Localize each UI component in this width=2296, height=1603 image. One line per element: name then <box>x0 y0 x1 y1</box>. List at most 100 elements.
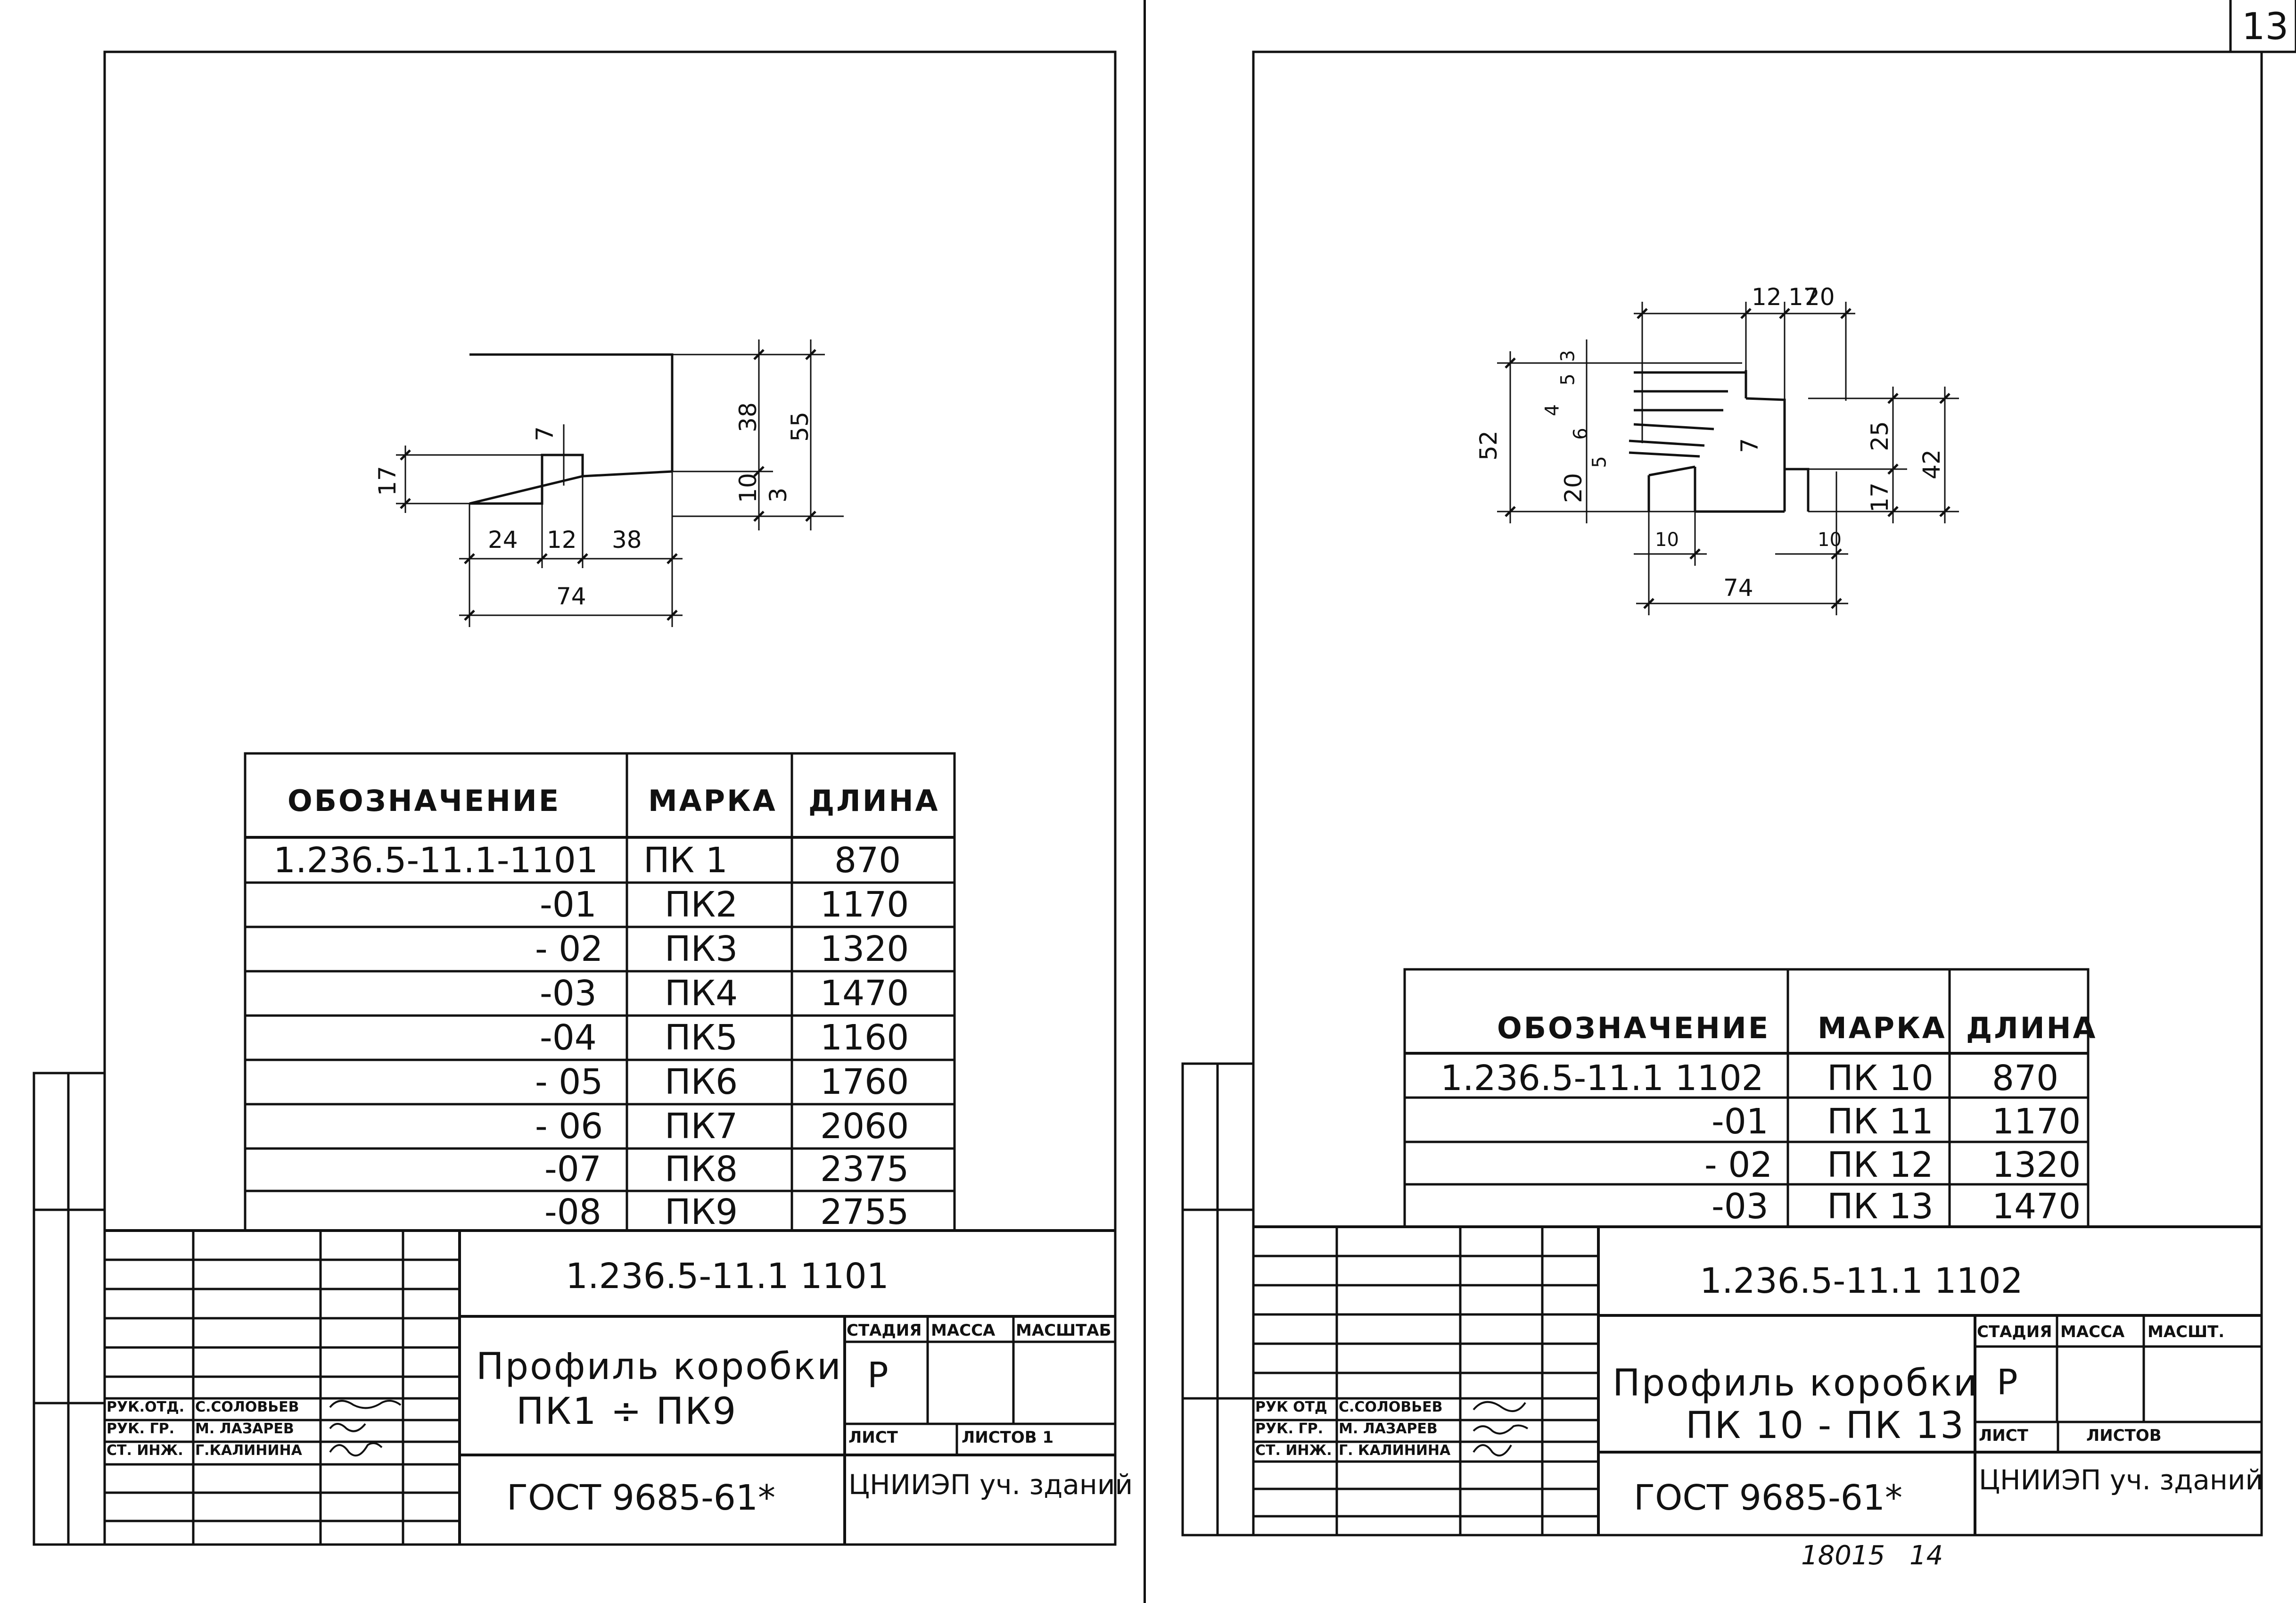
spec-cell: -04 <box>540 1017 597 1058</box>
title-line1: Профиль коробки <box>476 1346 842 1388</box>
dim-3: 3 <box>764 488 792 503</box>
stage-value: Р <box>867 1355 889 1396</box>
spec-cell: 1760 <box>820 1062 909 1102</box>
sign-role: РУК.ОТД. <box>107 1399 185 1415</box>
spec-cell: ПК6 <box>665 1062 738 1102</box>
dim-12: 12 <box>547 526 577 554</box>
spec-cell: 1.236.5-11.1-1101 <box>273 840 598 881</box>
spec-cell: - 06 <box>535 1106 603 1147</box>
spec-cell: 2755 <box>820 1192 909 1232</box>
sheet-left: 74 24 12 38 17 7 38 55 10 3 ОБОЗНАЧЕНИЕ … <box>33 50 1133 1546</box>
spec-cell: 1170 <box>1992 1101 2081 1142</box>
spec-cell: 1.236.5-11.1 1102 <box>1440 1058 1764 1099</box>
scale-label: МАСШТАБ <box>1016 1321 1111 1340</box>
dim-10-right: 10 <box>1818 529 1842 551</box>
spec-header-mark: МАРКА <box>1818 1011 1947 1045</box>
spec-cell: 1320 <box>820 929 909 969</box>
dim-12: 12 <box>1752 283 1782 311</box>
title-line2: ПК 10 - ПК 13 <box>1686 1405 1965 1447</box>
spec-cell: ПК 13 <box>1827 1186 1934 1227</box>
org-name: ЦНИИЭП уч. зданий <box>848 1469 1133 1501</box>
sign-name: С.СОЛОВЬЕВ <box>195 1399 299 1415</box>
spec-header-designation: ОБОЗНАЧЕНИЕ <box>1497 1011 1770 1045</box>
sign-name: М. ЛАЗАРЕВ <box>195 1421 294 1437</box>
spec-cell: -08 <box>544 1192 601 1232</box>
sheet-label: ЛИСТ <box>1979 1426 2028 1445</box>
sign-role: РУК. ГР. <box>1255 1421 1323 1437</box>
dim-38-right: 38 <box>734 402 762 432</box>
spec-cell: ПК 1 <box>643 840 728 881</box>
spec-header-mark: МАРКА <box>648 784 777 818</box>
spec-cell: 870 <box>1992 1058 2059 1099</box>
sheet-frame <box>1181 50 2263 1537</box>
sheet-right: 13 12 17 20 3 5 4 6 5 52 20 7 25 42 17 1… <box>1148 0 2296 1603</box>
org-name: ЦНИИЭП уч. зданий <box>1979 1464 2263 1496</box>
sign-name: Г.КАЛИНИНА <box>195 1442 302 1459</box>
sheet-right-lines <box>1181 0 2296 1537</box>
bottom-note-num: 14 <box>1909 1540 1943 1571</box>
title-line2: ПК1 ÷ ПК9 <box>516 1390 738 1433</box>
doc-code: 1.236.5-11.1 1102 <box>1700 1261 2023 1301</box>
dim-17: 17 <box>1788 283 1819 311</box>
dim-7: 7 <box>531 426 559 441</box>
spec-header-length: ДЛИНА <box>1966 1011 2098 1045</box>
title-line1: Профиль коробки <box>1613 1362 1979 1405</box>
dim-17: 17 <box>373 466 401 496</box>
profile-drawing-left <box>469 353 674 505</box>
dim-74: 74 <box>556 583 586 610</box>
page-number: 13 <box>2242 6 2289 48</box>
stage-label: СТАДИЯ <box>1977 1322 2052 1341</box>
dim-38-bottom: 38 <box>612 526 642 554</box>
sheet-label: ЛИСТ <box>848 1428 898 1447</box>
spec-cell: -01 <box>1712 1101 1769 1142</box>
sign-role: РУК. ГР. <box>107 1421 174 1437</box>
sheet-divider <box>1144 0 1146 1603</box>
spec-cell: ПК2 <box>665 884 738 925</box>
dim-6: 6 <box>1570 428 1592 440</box>
spec-cell: 1470 <box>1992 1186 2081 1227</box>
dim-10-left: 10 <box>1655 529 1679 551</box>
dim-3: 3 <box>1557 350 1579 362</box>
spec-cell: ПК 12 <box>1827 1145 1934 1185</box>
spec-header-designation: ОБОЗНАЧЕНИЕ <box>288 784 561 818</box>
dim-7: 7 <box>1736 438 1763 453</box>
dim-20-vertical: 20 <box>1559 473 1587 503</box>
spec-cell: -03 <box>540 973 597 1014</box>
dim-5: 5 <box>1557 373 1579 386</box>
bottom-note-code: 18015 <box>1801 1540 1885 1571</box>
spec-cell: ПК 10 <box>1827 1058 1934 1099</box>
spec-cell: ПК9 <box>665 1192 738 1232</box>
spec-cell: 1470 <box>820 973 909 1014</box>
dim-24: 24 <box>488 526 518 554</box>
sign-role: РУК ОТД <box>1255 1399 1327 1415</box>
sign-name: М. ЛАЗАРЕВ <box>1339 1421 1438 1437</box>
spec-cell: 1320 <box>1992 1145 2081 1185</box>
spec-cell: -01 <box>540 884 597 925</box>
spec-cell: - 02 <box>1704 1145 1773 1185</box>
spec-cell: 2060 <box>820 1106 909 1147</box>
gost: ГОСТ 9685-61* <box>507 1478 775 1518</box>
spec-cell: -03 <box>1712 1186 1769 1227</box>
spec-cell: ПК8 <box>665 1149 738 1190</box>
doc-code: 1.236.5-11.1 1101 <box>566 1256 889 1297</box>
profile-drawing-right <box>1629 370 1810 513</box>
sign-role: СТ. ИНЖ. <box>1255 1442 1332 1459</box>
sign-name: С.СОЛОВЬЕВ <box>1339 1399 1443 1415</box>
dim-17-vertical: 17 <box>1866 482 1893 512</box>
dim-74: 74 <box>1723 574 1753 602</box>
stage-value: Р <box>1997 1362 2018 1403</box>
scale-label: МАСШТ. <box>2148 1322 2225 1341</box>
mass-label: МАССА <box>931 1321 996 1340</box>
spec-cell: -07 <box>544 1149 601 1190</box>
spec-cell: ПК4 <box>665 973 738 1014</box>
spec-cell: ПК5 <box>665 1017 738 1058</box>
dim-10: 10 <box>734 473 762 503</box>
dim-4: 4 <box>1541 404 1564 416</box>
dim-25: 25 <box>1866 421 1893 451</box>
sign-role: СТ. ИНЖ. <box>107 1442 183 1459</box>
spec-cell: 1160 <box>820 1017 909 1058</box>
gost: ГОСТ 9685-61* <box>1634 1478 1902 1518</box>
spec-cell: ПК3 <box>665 929 738 969</box>
dim-42: 42 <box>1917 449 1945 479</box>
mass-label: МАССА <box>2060 1322 2125 1341</box>
